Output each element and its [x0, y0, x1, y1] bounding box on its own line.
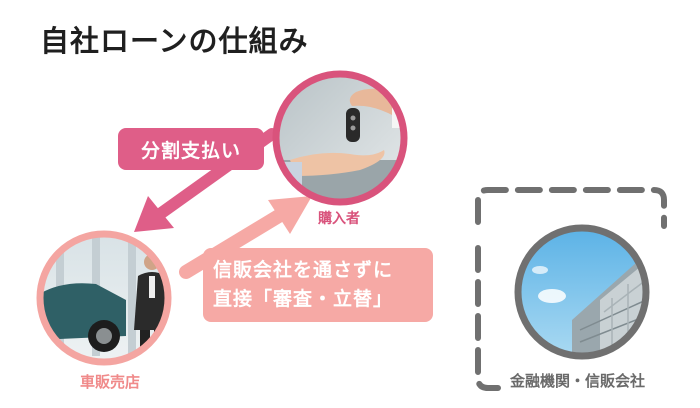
credit-label: 信販会社を通さずに 直接「審査・立替」 [203, 248, 433, 322]
installment-label: 分割支払い [118, 128, 264, 170]
buyer-label: 購入者 [318, 211, 360, 227]
buyer-photo [272, 70, 408, 206]
finance-dashed-border [475, 187, 667, 229]
dealer-photo [36, 230, 172, 366]
credit-text-line1: 信販会社を通さずに [213, 259, 394, 281]
finance-dashed-border-left [475, 245, 501, 391]
finance-photo [514, 224, 650, 360]
page-title: 自社ローンの仕組み [40, 24, 309, 58]
credit-arrow [179, 196, 312, 279]
installment-text: 分割支払い [140, 139, 241, 162]
credit-text-line2: 直接「審査・立替」 [213, 288, 394, 310]
dealer-label: 車販売店 [80, 373, 141, 391]
finance-label: 金融機関・信販会社 [510, 372, 646, 390]
